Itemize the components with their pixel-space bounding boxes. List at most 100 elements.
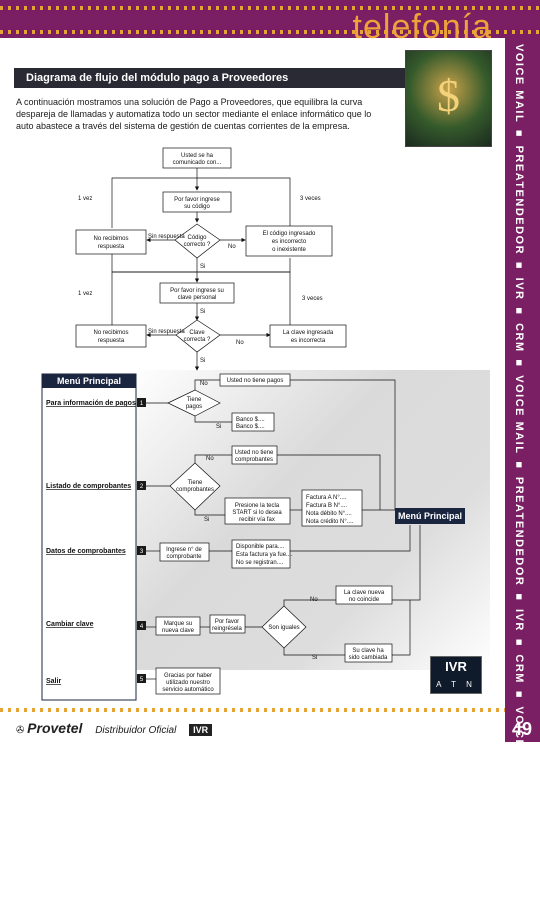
node-reenter: Por favor <box>215 619 239 625</box>
node-ask-code: su código <box>184 204 210 210</box>
node-start: comunicado con... <box>173 160 222 166</box>
node-bank: Banco $.... <box>236 417 265 423</box>
menu-num: 5 <box>140 677 144 683</box>
node-invoice: Factura A N°.... <box>306 495 347 501</box>
decision-key: Clave <box>189 330 205 336</box>
node-invoice: Factura B N°.... <box>306 503 347 509</box>
menu-title: Menú Principal <box>57 376 121 386</box>
node-no-answer-1: No recibimos <box>93 236 128 242</box>
label-no: No <box>200 381 208 387</box>
label-yes: Si <box>216 424 221 430</box>
article-title: Diagrama de flujo del módulo pago a Prov… <box>14 68 406 88</box>
label-once: 1 vez <box>78 291 92 297</box>
node-goodbye: servicio automático <box>162 687 214 693</box>
decision-docs: Tiene <box>188 480 203 486</box>
node-changed: sido cambiada <box>349 655 388 661</box>
label-yes: Si <box>200 264 205 270</box>
node-ask-key: Por favor ingrese su <box>170 288 224 294</box>
flowchart: Usted se ha comunicado con... Por favor … <box>41 147 465 701</box>
top-banner: telefonía <box>0 0 540 46</box>
node-fax: Presione la tecla <box>235 503 280 509</box>
menu-item-doc-data[interactable]: Datos de comprobantes <box>46 548 126 555</box>
menu-num: 1 <box>140 401 144 407</box>
decision-docs: comprobantes <box>176 487 214 493</box>
decision-code: Código <box>187 235 207 241</box>
decision-payments: pagos <box>186 404 202 410</box>
label-three: 3 veces <box>302 296 323 302</box>
node-mark-key: nueva clave <box>162 628 195 634</box>
node-invoice: Nota débito N°.... <box>306 511 352 517</box>
node-no-payments: Usted no tiene pagos <box>227 378 284 384</box>
label-once: 1 vez <box>78 196 92 202</box>
banner-dots <box>0 6 540 10</box>
provetel-icon: ✇ <box>16 725 25 736</box>
node-no-docs: comprobantes <box>235 457 273 463</box>
label-no-response: Sin respuesta <box>148 234 185 240</box>
node-no-answer-2: respuesta <box>98 338 125 344</box>
label-yes: Si <box>204 517 209 523</box>
node-key-wrong: es incorrecta <box>291 338 326 344</box>
node-no-answer-1: respuesta <box>98 244 125 250</box>
node-no-docs: Usted no tiene <box>235 450 274 456</box>
node-enter-doc: Ingrese n° de <box>166 547 202 553</box>
label-no: No <box>236 340 244 346</box>
label-no: No <box>206 456 214 462</box>
label-yes: Si <box>200 358 205 364</box>
menu-return[interactable]: Menú Principal <box>398 511 462 521</box>
footer: ✇ Provetel Distribuidor Oficial IVR <box>16 720 213 736</box>
node-reenter: reingrésela <box>212 626 242 632</box>
decision-key: correcta ? <box>184 337 211 343</box>
node-mark-key: Marque su <box>164 621 192 627</box>
node-enter-doc: comprobante <box>166 554 202 560</box>
node-doc-info: No se registran.... <box>236 560 284 566</box>
page-number: 49 <box>511 719 532 739</box>
node-doc-info: Disponible para.... <box>236 544 285 550</box>
menu-item-change-key[interactable]: Cambiar clave <box>46 621 94 628</box>
node-mismatch: no coincide <box>349 597 380 603</box>
node-doc-info: Esta factura ya fue.... <box>236 552 293 558</box>
banner-dots <box>0 30 540 34</box>
hero-image: $ <box>405 50 492 147</box>
node-ask-key: clave personal <box>178 295 217 301</box>
dollar-icon: $ <box>437 70 460 121</box>
side-keywords: VOICE MAIL ■ PREATENDEDOR ■ IVR ■ CRM ■ … <box>513 44 525 918</box>
menu-item-list-docs[interactable]: Listado de comprobantes <box>46 483 131 490</box>
menu-num: 4 <box>140 624 144 630</box>
section-brand: telefonía <box>352 8 492 46</box>
menu-num: 3 <box>140 549 144 555</box>
node-ask-code: Por favor ingrese <box>174 197 220 203</box>
node-code-wrong: o inexistente <box>272 247 306 253</box>
node-goodbye: utilizado nuestro <box>166 680 210 686</box>
ivr-logo-top: IVR <box>445 659 467 674</box>
label-three: 3 veces <box>300 196 321 202</box>
label-no: No <box>228 244 236 250</box>
article-intro: A continuación mostramos una solución de… <box>16 97 372 131</box>
side-strip: VOICE MAIL ■ PREATENDEDOR ■ IVR ■ CRM ■ … <box>505 38 540 918</box>
footer-distributor: Distribuidor Oficial <box>95 725 177 736</box>
node-start: Usted se ha <box>181 153 214 159</box>
label-yes: Si <box>200 309 205 315</box>
node-fax: recibir vía fax <box>239 517 275 523</box>
decision-payments: Tiene <box>187 397 202 403</box>
decision-code: correcto ? <box>184 242 211 248</box>
node-code-wrong: es incorrecto <box>272 239 307 245</box>
node-fax: START si lo desea <box>232 510 282 516</box>
ivr-logo: IVR A T N <box>430 656 482 694</box>
node-goodbye: Gracias por haber <box>164 673 212 679</box>
node-no-answer-2: No recibimos <box>93 330 128 336</box>
node-invoice: Nota crédito N°.... <box>306 519 354 525</box>
node-bank: Banco $.... <box>236 424 265 430</box>
ivr-logo-bottom: A T N <box>436 680 476 689</box>
node-mismatch: La clave nueva <box>344 590 385 596</box>
label-no-response: Sin respuesta <box>148 329 185 335</box>
menu-item-payments[interactable]: Para información de pagos <box>46 400 136 407</box>
label-no: No <box>310 597 318 603</box>
menu-item-exit[interactable]: Salir <box>46 678 61 685</box>
decision-equal: Son iguales <box>268 625 299 631</box>
footer-brand: Provetel <box>27 720 83 736</box>
node-key-wrong: La clave ingresada <box>283 330 334 336</box>
footer-dots <box>0 708 505 712</box>
node-code-wrong: El código ingresado <box>263 231 316 237</box>
node-changed: Su clave ha <box>352 648 384 654</box>
label-yes: Si <box>312 655 317 661</box>
